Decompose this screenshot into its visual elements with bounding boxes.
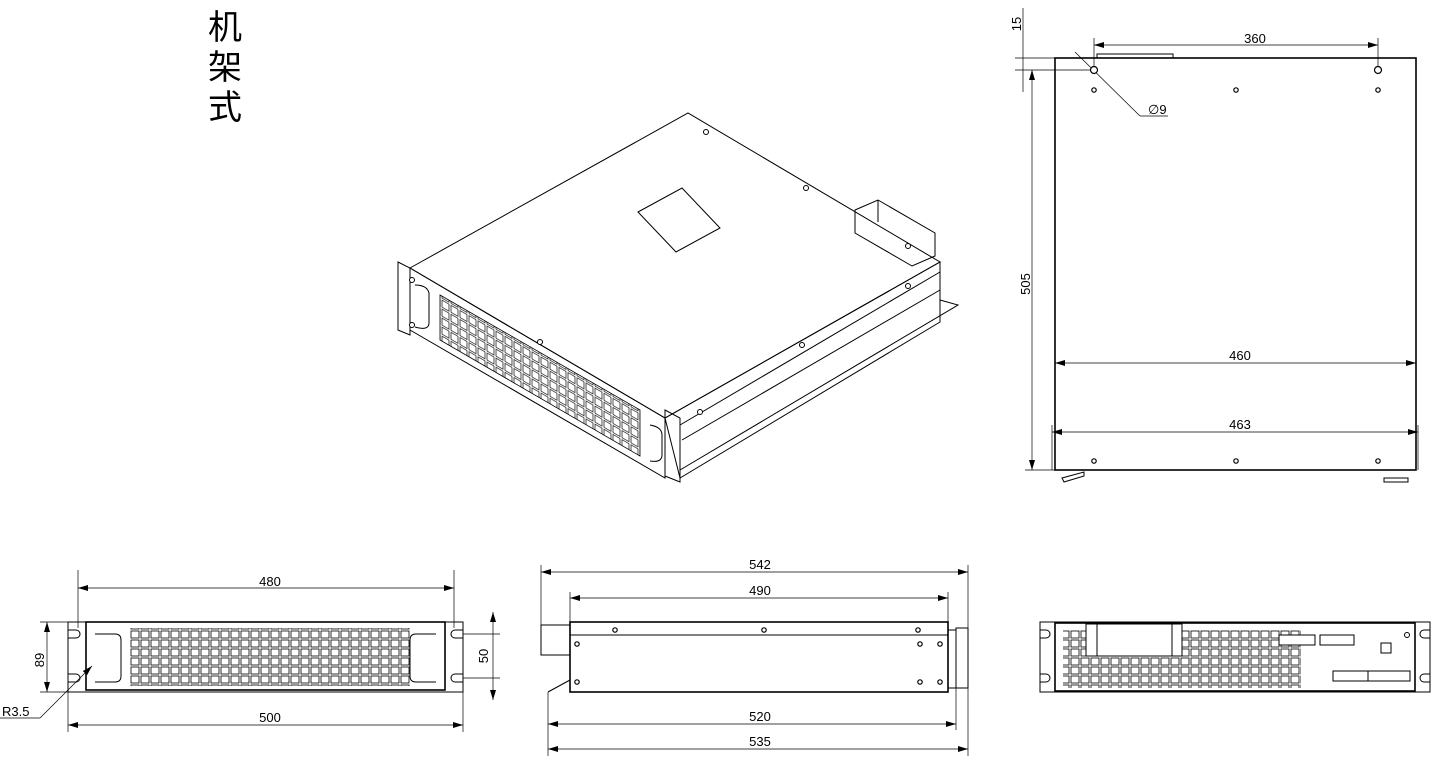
rear-view xyxy=(1039,621,1431,693)
dim-15: 15 xyxy=(1009,17,1024,31)
drawing-title: 机架式 xyxy=(208,8,242,128)
dim-hole-diameter: ∅9 xyxy=(1148,102,1167,117)
dim-89: 89 xyxy=(32,653,47,667)
dim-505: 505 xyxy=(1018,273,1033,295)
side-view: 542 490 520 535 xyxy=(540,557,969,756)
dim-490: 490 xyxy=(749,583,771,598)
dim-535: 535 xyxy=(749,734,771,749)
isometric-view xyxy=(397,112,960,483)
dim-50: 50 xyxy=(476,649,491,663)
dim-520: 520 xyxy=(749,709,771,724)
dim-360: 360 xyxy=(1244,31,1266,46)
dim-463: 463 xyxy=(1229,417,1251,432)
dim-r35: R3.5 xyxy=(2,704,29,719)
front-view: 480 500 89 50 R3.5 xyxy=(0,570,500,732)
dim-542: 542 xyxy=(749,557,771,572)
top-view: 15 505 360 ∅9 460 463 xyxy=(1009,8,1419,483)
dim-460: 460 xyxy=(1229,348,1251,363)
dim-480: 480 xyxy=(259,574,281,589)
dim-500: 500 xyxy=(259,710,281,725)
